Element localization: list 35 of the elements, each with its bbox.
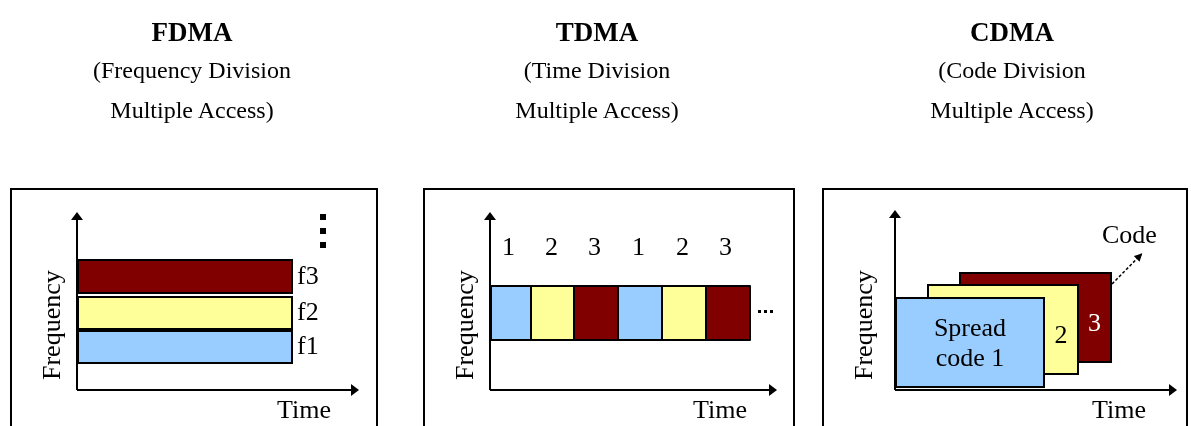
slot-number: 1 (502, 232, 515, 262)
slot-number: 1 (632, 232, 645, 262)
axis-title: Frequency (849, 270, 879, 380)
slot-number: 2 (676, 232, 689, 262)
axis-label: Code (1102, 220, 1168, 252)
code-card: 2 (1045, 297, 1079, 375)
frequency-band (77, 259, 293, 294)
dashed-arrow (1111, 253, 1143, 285)
time-slot (661, 285, 707, 341)
panel-subtitle: (Frequency Division Multiple Access) (92, 56, 292, 125)
axis-title: Time (277, 395, 331, 425)
band-label: f1 (297, 331, 319, 361)
panel-title: TDMA (554, 16, 640, 48)
axis-title: Time (693, 395, 747, 425)
axis-title: Frequency (37, 270, 67, 380)
panel-title: FDMA (150, 16, 234, 48)
code-card: 3 (1079, 284, 1112, 363)
slot-number: 3 (719, 232, 732, 262)
axis-title: Frequency (450, 270, 480, 380)
time-slot (573, 285, 619, 341)
time-slot (617, 285, 663, 341)
slot-number: 3 (588, 232, 601, 262)
band-label: f2 (297, 297, 319, 327)
slot-number: 2 (545, 232, 558, 262)
panel-subtitle: (Time Division Multiple Access) (514, 56, 680, 125)
axis-title: Time (1092, 395, 1146, 425)
frequency-band (77, 296, 293, 330)
time-slot (530, 285, 575, 341)
panel-subtitle: (Code Division Multiple Access) (929, 56, 1095, 125)
panel-title: CDMA (969, 16, 1055, 48)
time-slot (705, 285, 751, 341)
frequency-band (77, 330, 293, 364)
band-label: f3 (297, 261, 319, 291)
time-slot (490, 285, 532, 341)
code-card: Spread code 1 (895, 297, 1045, 388)
